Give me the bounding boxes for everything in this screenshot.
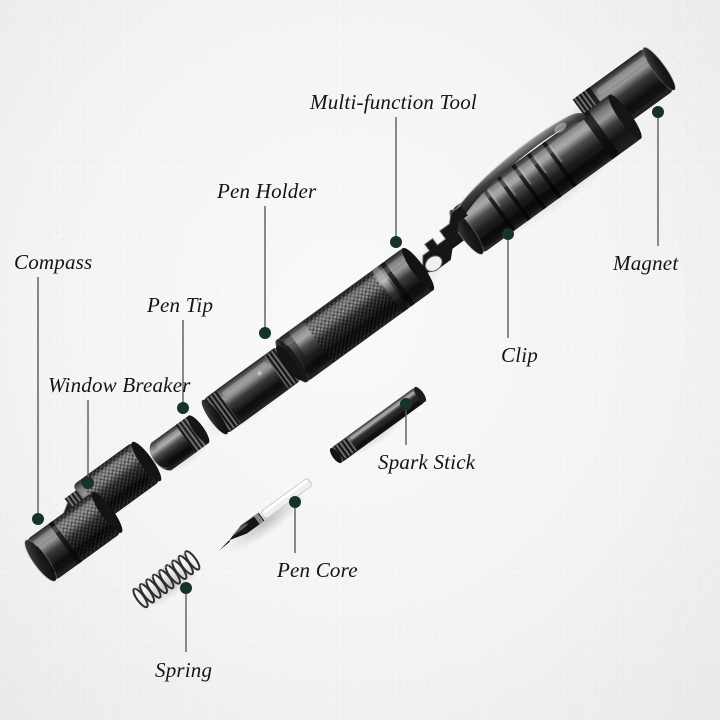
leader-dot-pen-tip bbox=[177, 402, 189, 414]
part-label-multi-function-tool: Multi-function Tool bbox=[310, 90, 477, 114]
leader-dot-pen-core bbox=[289, 496, 301, 508]
leader-dot-clip bbox=[502, 228, 514, 240]
part-label-compass: Compass bbox=[14, 250, 93, 274]
part-label-window-breaker: Window Breaker bbox=[48, 373, 191, 397]
leader-dot-pen-holder bbox=[259, 327, 271, 339]
part-label-magnet: Magnet bbox=[613, 251, 679, 275]
part-label-spark-stick: Spark Stick bbox=[378, 450, 476, 474]
part-label-clip: Clip bbox=[501, 343, 538, 367]
part-label-pen-core: Pen Core bbox=[277, 558, 358, 582]
leader-dot-spark-stick bbox=[400, 398, 412, 410]
leader-dot-magnet bbox=[652, 106, 664, 118]
leader-dot-window-breaker bbox=[82, 477, 94, 489]
part-label-pen-holder: Pen Holder bbox=[217, 179, 317, 203]
part-label-pen-tip: Pen Tip bbox=[147, 293, 214, 317]
part-label-spring: Spring bbox=[155, 658, 213, 682]
leader-dot-compass bbox=[32, 513, 44, 525]
leader-dot-multi-function-tool bbox=[390, 236, 402, 248]
leader-dot-spring bbox=[180, 582, 192, 594]
